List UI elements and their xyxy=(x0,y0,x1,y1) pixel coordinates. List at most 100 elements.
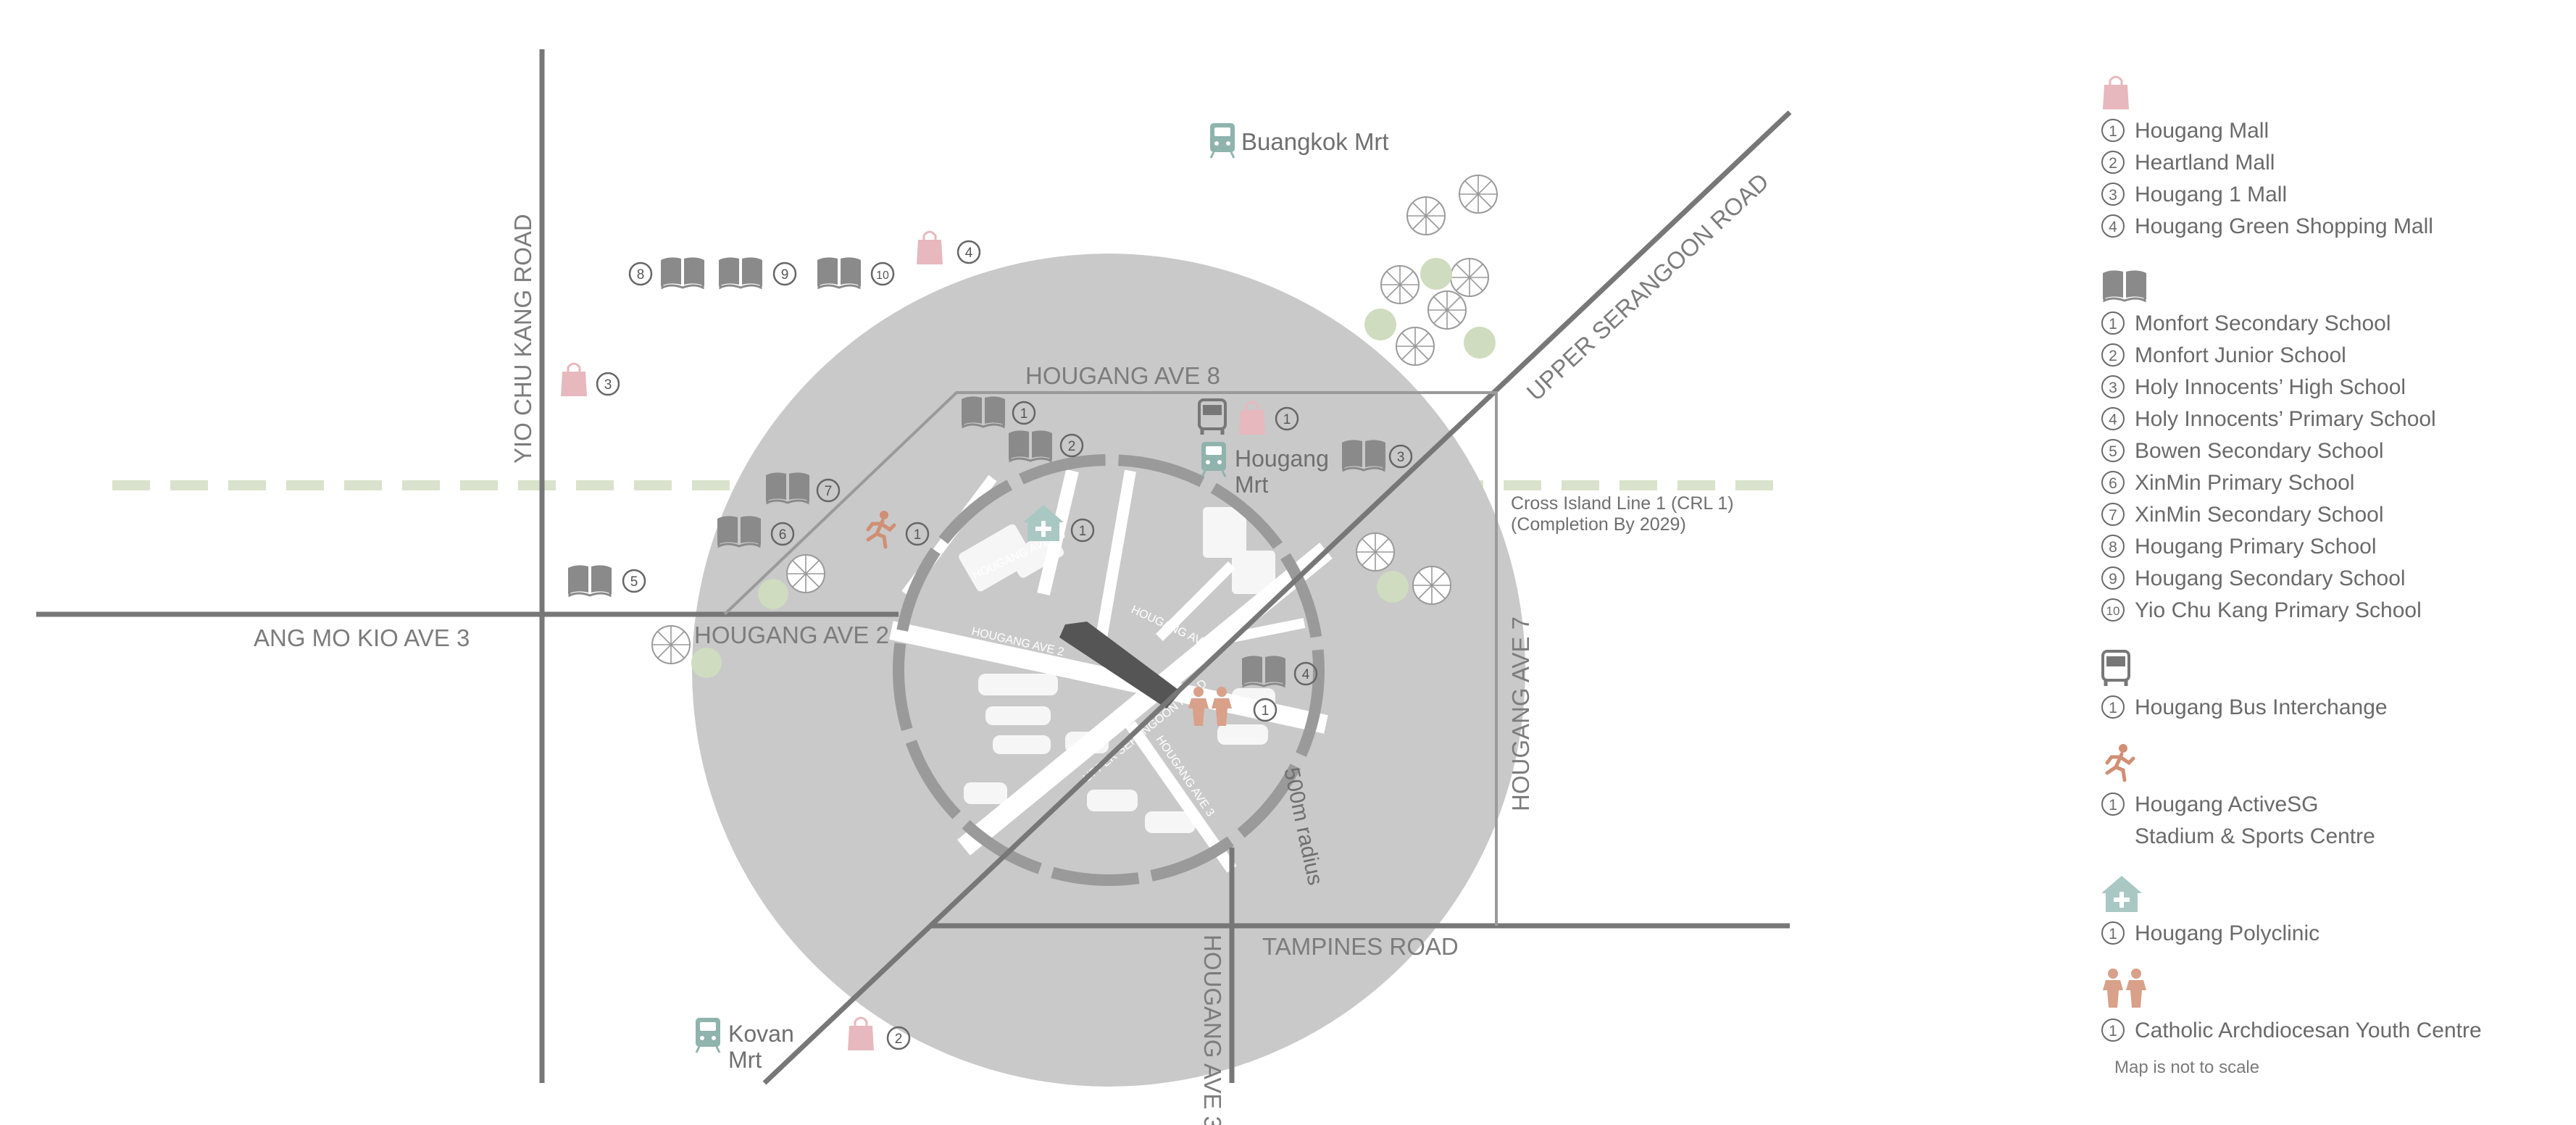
school-9-icon xyxy=(717,256,764,289)
marker-school-1: 1 xyxy=(1020,406,1028,422)
legend-item-number: 8 xyxy=(2101,535,2125,558)
legend-item-label: Heartland Mall xyxy=(2135,151,2275,175)
tree-icon xyxy=(1406,196,1446,235)
label-yio-chu-kang: YIO CHU KANG ROAD xyxy=(509,214,536,464)
legend-item-label: Yio Chu Kang Primary School xyxy=(2135,598,2422,622)
legend-item: 10 Yio Chu Kang Primary School xyxy=(2101,595,2565,627)
legend-item-number: 1 xyxy=(2101,921,2125,945)
legend-item-label: Holy Innocents’ High School xyxy=(2135,375,2406,399)
marker-circles xyxy=(596,240,1413,1050)
legend-item-label: Hougang Green Shopping Mall xyxy=(2135,214,2433,238)
legend-item: 1 Hougang Bus Interchange xyxy=(2101,692,2565,724)
legend-item-number: 10 xyxy=(2101,598,2125,622)
legend-item-label: Hougang 1 Mall xyxy=(2135,183,2288,206)
marker-school-9: 9 xyxy=(781,267,789,283)
legend-malls: 1 Hougang Mall 2 Heartland Mall 3 Hougang 1 M… xyxy=(2101,69,2565,243)
marker-sports-1: 1 xyxy=(914,527,922,543)
legend-item: 1 Hougang ActiveSG Stadium & Sports Centr… xyxy=(2101,789,2565,853)
marker-mall-1: 1 xyxy=(1283,412,1291,427)
marker-school-5: 5 xyxy=(630,574,638,590)
legend-item-label: Hougang Polyclinic xyxy=(2135,921,2320,945)
marker-youth-1: 1 xyxy=(1262,703,1270,719)
legend-item-label: Hougang Primary School xyxy=(2135,535,2377,559)
legend-item-number: 1 xyxy=(2101,695,2125,719)
legend-item: 9 Hougang Secondary School xyxy=(2101,563,2565,595)
legend-item-number: 4 xyxy=(2101,407,2125,430)
label-buangkok-mrt: Buangkok Mrt xyxy=(1241,128,1389,155)
crl-label-line2: (Completion By 2029) xyxy=(1511,514,1686,535)
legend-item-number: 1 xyxy=(2101,119,2125,142)
buangkok-mrt-icon xyxy=(1209,122,1236,159)
legend-item-number: 6 xyxy=(2101,471,2125,494)
legend-item-label: Monfort Junior School xyxy=(2135,343,2346,367)
legend-item: 8 Hougang Primary School xyxy=(2101,531,2565,563)
radius-area xyxy=(889,454,1333,886)
label-hougang-mrt-2: Mrt xyxy=(1235,472,1268,498)
legend-item-number: 9 xyxy=(2101,566,2125,590)
legend-bus: 1 Hougang Bus Interchange xyxy=(2101,645,2565,724)
school-5-icon xyxy=(567,564,613,597)
marker-school-4: 4 xyxy=(1302,667,1310,682)
legend-item-number: 2 xyxy=(2101,343,2125,367)
marker-school-10: 10 xyxy=(876,269,889,282)
shopping-bag-icon xyxy=(2101,69,2565,111)
legend-item-label: Catholic Archdiocesan Youth Centre xyxy=(2135,1019,2482,1042)
legend-item-label: Hougang ActiveSG Stadium & Sports Centre xyxy=(2135,792,2375,848)
legend-item-number: 1 xyxy=(2101,792,2125,816)
legend-youth: 1 Catholic Archdiocesan Youth Centre xyxy=(2101,969,2565,1047)
legend-item: 2 Heartland Mall xyxy=(2101,147,2565,179)
legend-item: 1 Monfort Secondary School xyxy=(2101,308,2565,340)
legend-item-number: 1 xyxy=(2101,311,2125,335)
legend-item-number: 2 xyxy=(2101,151,2125,174)
youth-figures-icon xyxy=(2101,969,2565,1011)
legend-item: 7 XinMin Secondary School xyxy=(2101,499,2565,531)
legend-item: 5 Bowen Secondary School xyxy=(2101,435,2565,467)
legend-schools: 1 Monfort Secondary School 2 Monfort Junior… xyxy=(2101,262,2565,627)
legend-item-label: XinMin Secondary School xyxy=(2135,503,2384,527)
legend-item-number: 3 xyxy=(2101,183,2125,206)
tree-icon xyxy=(1380,265,1420,304)
tree-icon xyxy=(1450,258,1489,297)
label-hougang-ave3: HOUGANG AVE 3 xyxy=(1199,934,1226,1125)
marker-school-6: 6 xyxy=(779,527,787,543)
tree-icon xyxy=(1427,290,1467,330)
mall-2-icon xyxy=(846,1016,875,1052)
kovan-mrt-icon xyxy=(694,1016,722,1054)
legend-item: 6 XinMin Primary School xyxy=(2101,467,2565,499)
legend-item-number: 1 xyxy=(2101,1019,2125,1042)
label-kovan-mrt-2: Mrt xyxy=(728,1047,762,1073)
marker-school-8: 8 xyxy=(637,267,645,283)
runner-icon xyxy=(2101,743,2565,785)
legend-item-label: Hougang Bus Interchange xyxy=(2135,695,2388,719)
tree-icon xyxy=(651,625,691,664)
legend-item-number: 7 xyxy=(2101,503,2125,526)
label-upper-serangoon: UPPER SERANGOON ROAD xyxy=(1522,168,1774,406)
legend-item: 1 Catholic Archdiocesan Youth Centre xyxy=(2101,1015,2565,1047)
legend-item-label: XinMin Primary School xyxy=(2135,471,2355,495)
legend-item-label: Hougang Secondary School xyxy=(2135,566,2406,590)
tree-icon xyxy=(1459,175,1498,214)
location-map: HOUGANG AVE 10 HOUGANG AVE 2 UPPER SERAN… xyxy=(36,49,1792,1125)
label-hougang-ave8: HOUGANG AVE 8 xyxy=(1025,362,1220,389)
label-ang-mo-kio-ave3: ANG MO KIO AVE 3 xyxy=(254,624,470,651)
legend-item-number: 4 xyxy=(2101,214,2125,238)
legend-item-label: Bowen Secondary School xyxy=(2135,439,2384,463)
legend-item: 4 Hougang Green Shopping Mall xyxy=(2101,211,2565,243)
marker-mall-3: 3 xyxy=(604,377,612,393)
label-hougang-ave7: HOUGANG AVE 7 xyxy=(1507,616,1534,811)
legend-item: 1 Hougang Mall xyxy=(2101,115,2565,147)
legend-item-label: Monfort Secondary School xyxy=(2135,311,2391,335)
label-tampines: TAMPINES ROAD xyxy=(1262,933,1459,960)
legend-item: 2 Monfort Junior School xyxy=(2101,340,2565,372)
legend-item-number: 5 xyxy=(2101,439,2125,462)
road-hougang-ave8-ave7 xyxy=(723,391,1498,926)
label-hougang-mrt-1: Hougang xyxy=(1235,446,1329,472)
marker-mall-2: 2 xyxy=(895,1032,903,1047)
marker-mall-4: 4 xyxy=(965,246,973,261)
clinic-icon xyxy=(2101,871,2565,913)
tree-icon xyxy=(1356,532,1395,572)
legend-item-label: Hougang Mall xyxy=(2135,119,2269,143)
bus-icon xyxy=(2101,645,2565,687)
